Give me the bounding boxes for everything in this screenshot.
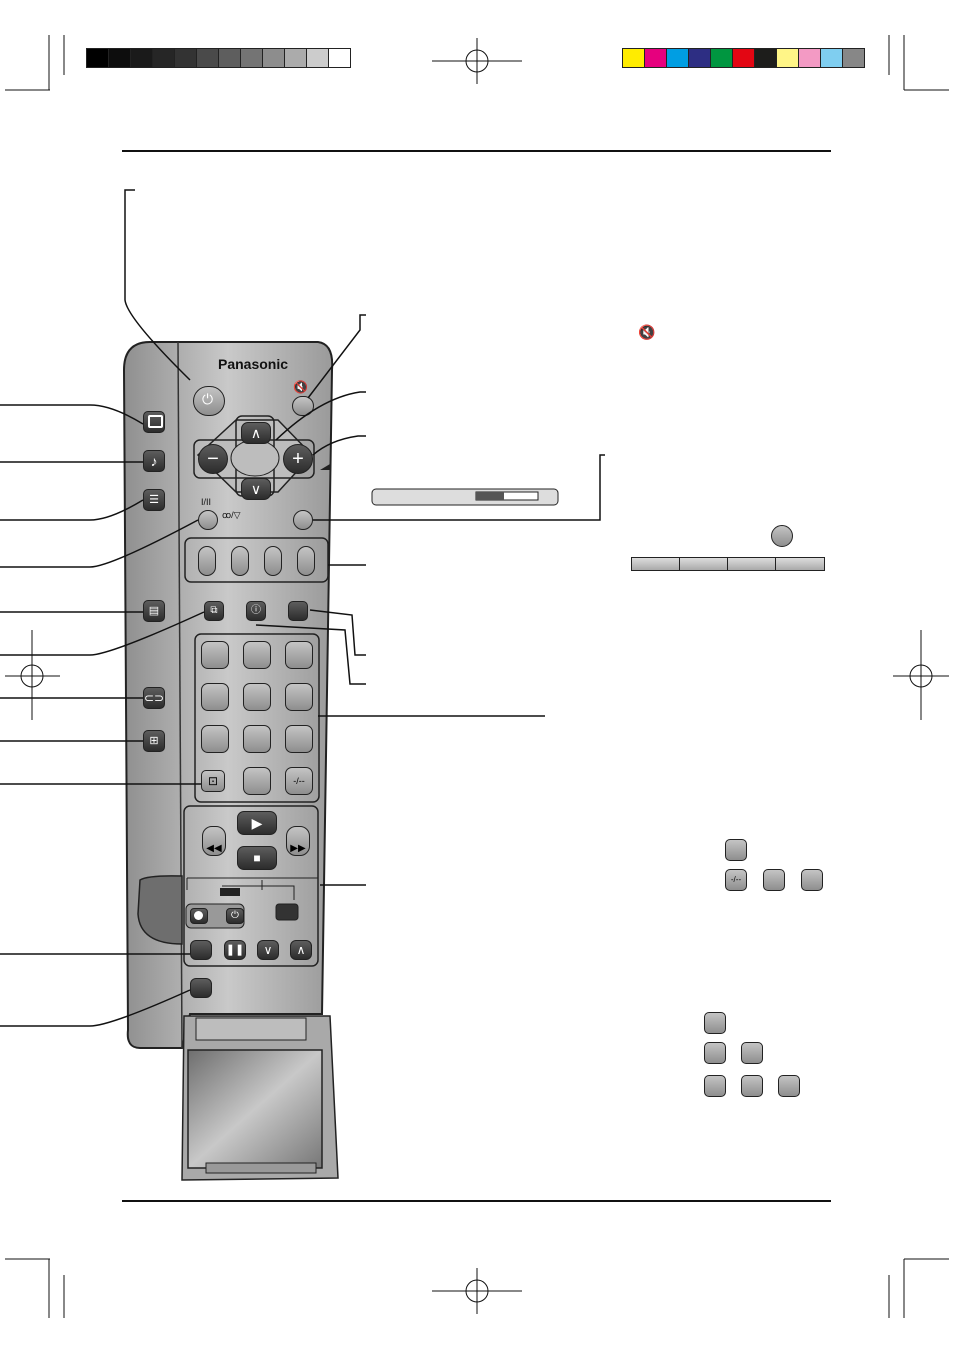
teletext-button[interactable]: ▤ <box>143 600 165 622</box>
color-button-yellow[interactable] <box>264 546 282 576</box>
surround-button[interactable] <box>198 510 218 530</box>
skip-back-button[interactable]: ∨ <box>257 940 279 960</box>
mute-button[interactable] <box>292 396 314 416</box>
reference-sound-bar <box>631 557 825 571</box>
number-button-1[interactable] <box>201 641 229 669</box>
number-button-9[interactable] <box>285 725 313 753</box>
zoom-button[interactable]: ⊡ <box>201 770 225 792</box>
play-button[interactable]: ▶ <box>237 811 277 835</box>
brand-logo: Panasonic <box>218 356 289 372</box>
channel-up-button[interactable]: ∧ <box>241 422 271 444</box>
number-button-3[interactable] <box>285 641 313 669</box>
color-button-green[interactable] <box>231 546 249 576</box>
channel-down-button[interactable]: ∨ <box>241 478 271 500</box>
link-icon: ⊂⊃ <box>144 691 165 705</box>
note-icon: ♪ <box>150 453 158 469</box>
hold-button[interactable] <box>288 601 308 621</box>
mute-icon: 🔇 <box>638 324 656 340</box>
reference-sound-button <box>771 525 793 547</box>
reference-digit-button <box>741 1075 763 1097</box>
dash-button[interactable]: -/-- <box>285 767 313 795</box>
vcr-function-button[interactable] <box>190 940 212 960</box>
forward-button[interactable]: ▶▶ <box>286 826 310 856</box>
volume-plus-button[interactable]: + <box>283 444 313 474</box>
reference-digit-button <box>801 869 823 891</box>
tv-icon <box>148 415 163 428</box>
bottom-rule <box>122 1200 831 1202</box>
rewind-icon: ◀◀ <box>206 843 222 854</box>
top-rule <box>122 150 831 152</box>
aspect-icon: ⊞ <box>149 735 159 747</box>
vcr-power-button[interactable]: ⏻ <box>226 908 244 924</box>
remote-light-button[interactable] <box>190 978 212 998</box>
number-button-4[interactable] <box>201 683 229 711</box>
index-button[interactable]: ⓘ <box>246 601 266 621</box>
reference-digit-button <box>778 1075 800 1097</box>
stop-icon: ■ <box>253 851 261 865</box>
link-button[interactable]: ⊂⊃ <box>143 687 165 709</box>
skip-back-icon: ∨ <box>263 943 273 957</box>
sound-select-button[interactable] <box>293 510 313 530</box>
record-icon <box>194 911 203 920</box>
stop-button[interactable]: ■ <box>237 846 277 870</box>
color-button-blue[interactable] <box>297 546 315 576</box>
pause-button[interactable]: ❚❚ <box>224 940 246 960</box>
volume-minus-button[interactable]: − <box>198 444 228 474</box>
number-button-7[interactable] <box>201 725 229 753</box>
mute-icon: 🔇 <box>293 380 308 394</box>
number-button-6[interactable] <box>285 683 313 711</box>
play-icon: ▶ <box>251 815 263 831</box>
sound-select-label: ꝏ/▽ <box>222 510 241 520</box>
forward-icon: ▶▶ <box>290 843 306 854</box>
tv-mode-button[interactable] <box>143 411 165 433</box>
surround-label: I/II <box>201 497 212 507</box>
calibration-swatch <box>842 48 865 68</box>
teletext-icon: ▤ <box>148 605 160 617</box>
menu-icon: ☰ <box>149 494 159 506</box>
pause-icon: ❚❚ <box>225 944 245 956</box>
aspect-button[interactable]: ⊞ <box>143 730 165 752</box>
number-button-5[interactable] <box>243 683 271 711</box>
menu-button[interactable]: ☰ <box>143 489 165 511</box>
reference-dash-button: -/-- <box>725 869 747 891</box>
reference-digit-button <box>704 1012 726 1034</box>
power-icon: ⏻ <box>202 391 214 407</box>
power-button[interactable]: ⏻ <box>193 386 225 416</box>
skip-forward-icon: ∧ <box>296 943 306 957</box>
calibration-swatch <box>328 48 351 68</box>
reference-single-digit-button <box>725 839 747 861</box>
record-button[interactable] <box>190 908 208 924</box>
rewind-button[interactable]: ◀◀ <box>202 826 226 856</box>
number-button-8[interactable] <box>243 725 271 753</box>
sound-menu-button[interactable]: ♪ <box>143 450 165 472</box>
reference-digit-button <box>741 1042 763 1064</box>
reference-digit-button <box>704 1075 726 1097</box>
reference-digit-button <box>704 1042 726 1064</box>
picture-in-picture-icon: ⧉ <box>210 605 218 616</box>
color-button-red[interactable] <box>198 546 216 576</box>
index-icon: ⓘ <box>251 605 261 616</box>
zoom-icon: ⊡ <box>207 774 219 788</box>
number-button-0[interactable] <box>243 767 271 795</box>
picture-in-picture-button[interactable]: ⧉ <box>204 601 224 621</box>
reference-digit-button <box>763 869 785 891</box>
number-button-2[interactable] <box>243 641 271 669</box>
skip-forward-button[interactable]: ∧ <box>290 940 312 960</box>
